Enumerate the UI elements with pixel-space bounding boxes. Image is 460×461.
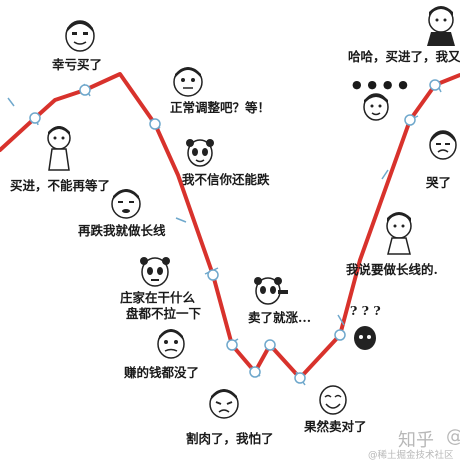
- caption-dots: ● ● ● ●: [352, 78, 409, 91]
- caption-bought-cant-wait: 买进，不能再等了: [10, 178, 111, 193]
- meme-face-icon: [157, 329, 185, 359]
- meme-face-icon: [209, 389, 239, 419]
- caption-going-long-said: 我说要做长线的.: [346, 262, 438, 277]
- caption-dealer-line1: 庄家在干什么: [120, 290, 196, 305]
- meme-face-icon: [47, 126, 71, 171]
- panda-face-icon: [254, 277, 288, 305]
- crying-face-icon: [429, 130, 457, 160]
- panda-face-icon: [186, 139, 214, 167]
- watermark-juejin: @稀土掘金技术社区: [368, 450, 454, 461]
- caption-haha-bought-again: 哈哈，买进了，我又: [348, 49, 460, 64]
- meme-face-icon: [111, 189, 141, 219]
- caption-if-drops-go-long: 再跌我就做长线: [78, 223, 166, 238]
- meme-face-icon: [65, 20, 95, 52]
- caption-cried: 哭了: [426, 175, 452, 190]
- caption-normal-adjust: 正常调整吧？等！: [170, 100, 271, 115]
- question-face-icon: [354, 326, 376, 350]
- watermark-zhihu: 知乎: [398, 430, 434, 451]
- caption-dealer-line2: 盘都不拉一下: [126, 306, 202, 321]
- turning-point-circles: [29, 79, 441, 384]
- caption-indeed-sold-right: 果然卖对了: [304, 419, 367, 434]
- caption-cut-loss: 割肉了，我怕了: [186, 431, 274, 446]
- smiling-face-icon: [319, 385, 347, 415]
- panda-face-icon: [140, 257, 170, 287]
- meme-face-icon: [427, 6, 455, 46]
- caption-sold-it-rises: 卖了就涨...: [248, 310, 312, 325]
- caption-dont-believe: 我不信你还能跌: [182, 172, 270, 187]
- watermark-zhihu-at: @: [446, 426, 460, 447]
- meme-face-icon: [363, 93, 389, 121]
- caption-question-marks: ? ? ?: [350, 303, 381, 318]
- meme-face-icon: [173, 67, 203, 97]
- caption-lucky-bought: 幸亏买了: [52, 57, 103, 72]
- caption-profit-gone: 赚的钱都没了: [124, 365, 200, 380]
- meme-face-icon: [386, 212, 412, 255]
